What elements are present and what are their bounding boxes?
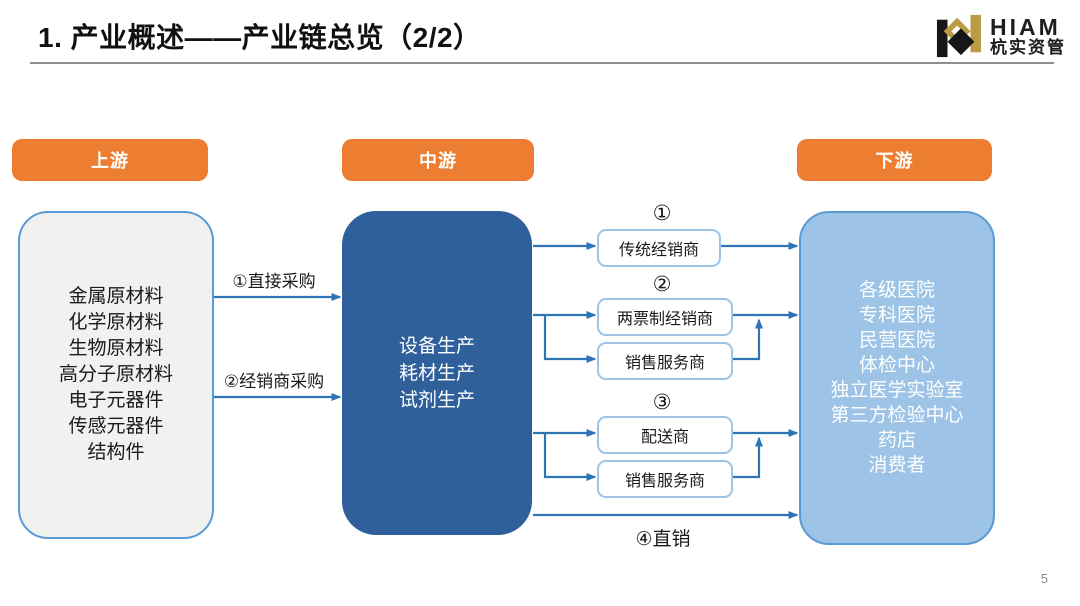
arrow-sales-service-2-merge-up [729, 436, 763, 479]
logo-subtitle: 杭实资管 [990, 38, 1066, 58]
downstream-item: 药店 [877, 430, 916, 451]
upstream-item: 电子元器件 [68, 390, 164, 411]
arrow-sales-service-1-merge-up [729, 318, 763, 361]
direct-sales-label: ④直销 [635, 529, 691, 550]
stage-header-midstream: 中游 [342, 139, 534, 181]
channel-box-delivery: 配送商 [597, 416, 733, 454]
title-divider [30, 62, 1054, 64]
channel-1-number: ① [652, 202, 672, 225]
downstream-item: 消费者 [868, 455, 926, 476]
upstream-box: 金属原材料 化学原材料 生物原材料 高分子原材料 电子元器件 传感元器件 结构件 [18, 211, 214, 539]
page-title: 1. 产业概述——产业链总览（2/2） [38, 22, 482, 53]
upstream-item: 结构件 [87, 442, 145, 463]
upstream-item: 金属原材料 [68, 286, 164, 307]
hiam-logo-icon [936, 14, 982, 58]
stage-header-upstream: 上游 [12, 139, 208, 181]
channel-2-number: ② [652, 273, 672, 296]
downstream-box: 各级医院 专科医院 民营医院 体检中心 独立医学实验室 第三方检验中心 药店 消… [799, 211, 995, 545]
downstream-item: 体检中心 [858, 355, 935, 376]
channel-box-sales-service-2: 销售服务商 [597, 460, 733, 498]
upstream-item: 传感元器件 [68, 416, 164, 437]
distributor-purchase-label: ②经销商采购 [223, 372, 325, 391]
midstream-item: 设备生产 [398, 335, 475, 357]
midstream-item: 试剂生产 [398, 389, 475, 411]
downstream-item: 各级医院 [858, 280, 935, 301]
midstream-box: 设备生产 耗材生产 试剂生产 [342, 211, 532, 535]
downstream-item: 独立医学实验室 [830, 380, 964, 401]
channel-box-traditional-distributor: 传统经销商 [597, 229, 721, 267]
hiam-logo: HIAM 杭实资管 [936, 13, 1066, 59]
upstream-item: 高分子原材料 [58, 364, 173, 385]
arrow-branch-to-sales-service-2 [543, 433, 597, 481]
channel-3-number: ③ [652, 391, 672, 414]
channel-box-sales-service-1: 销售服务商 [597, 342, 733, 380]
stage-header-downstream: 下游 [797, 139, 992, 181]
downstream-item: 第三方检验中心 [830, 405, 964, 426]
channel-box-two-invoice-distributor: 两票制经销商 [597, 298, 733, 336]
upstream-item: 化学原材料 [68, 312, 164, 333]
logo-text: HIAM 杭实资管 [990, 15, 1066, 57]
midstream-item: 耗材生产 [398, 362, 475, 384]
page-number: 5 [1040, 571, 1048, 586]
logo-name: HIAM [990, 14, 1061, 40]
downstream-item: 专科医院 [858, 305, 935, 326]
arrow-branch-to-sales-service-1 [543, 315, 597, 363]
direct-purchase-label: ①直接采购 [232, 272, 316, 291]
downstream-item: 民营医院 [858, 330, 935, 351]
upstream-item: 生物原材料 [68, 338, 164, 359]
